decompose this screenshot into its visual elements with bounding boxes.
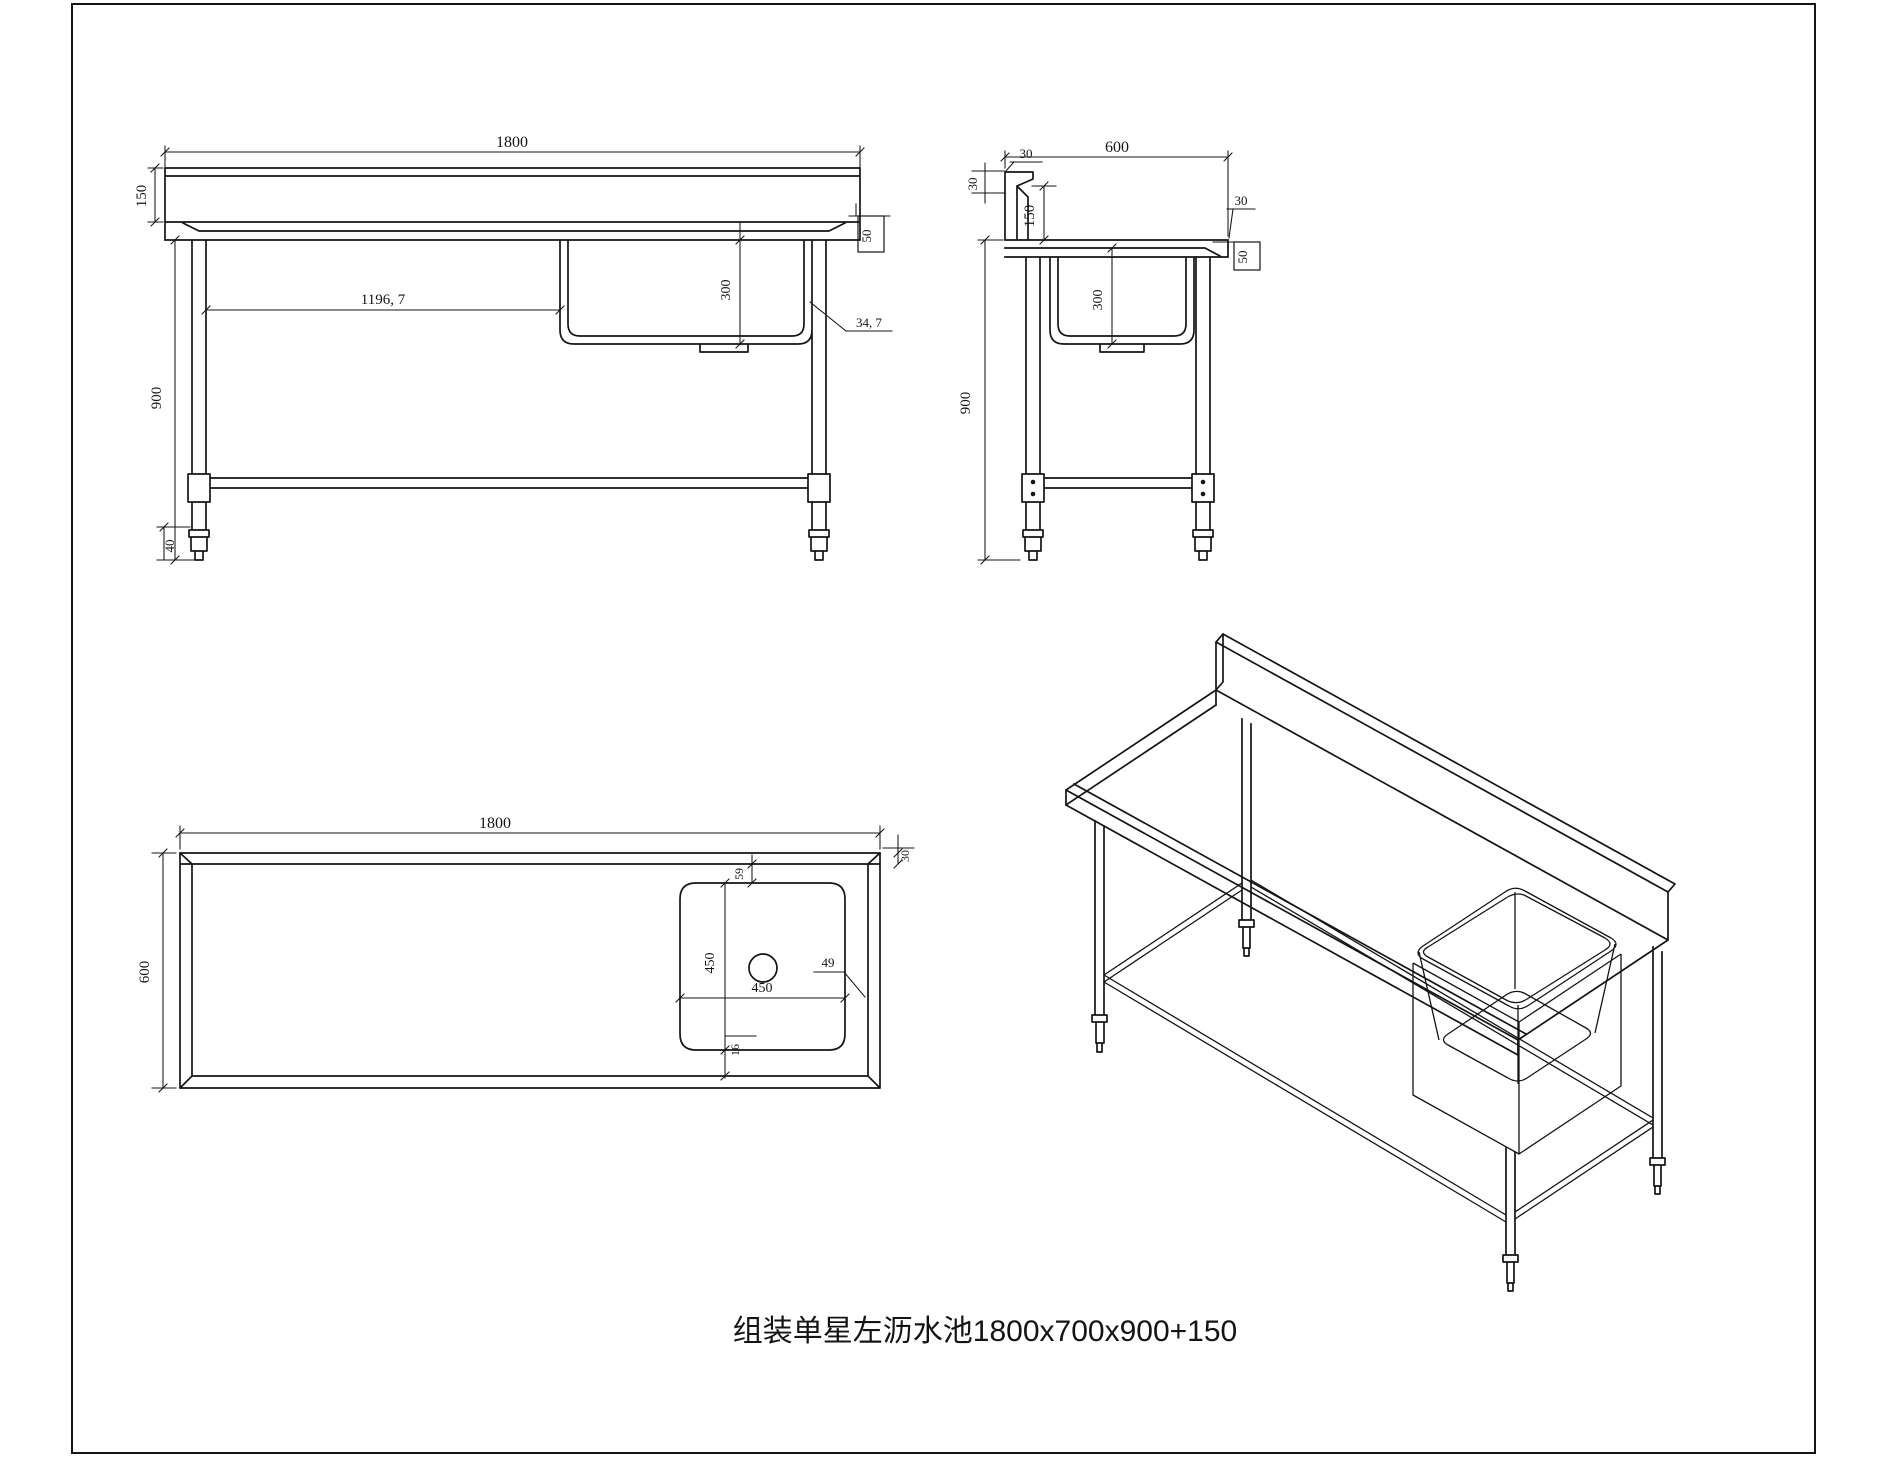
- iso-legs-feet: [1091, 718, 1666, 1292]
- dim-side-depth: 600: [1105, 139, 1129, 156]
- dim-side-backsplash-height: 150: [1022, 205, 1038, 228]
- dim-plan-sink-front-inset: 16: [728, 1044, 742, 1056]
- dim-front-sink-position: 1196, 7: [361, 292, 406, 308]
- dim-plan-depth: 600: [137, 961, 153, 984]
- dim-front-foot-adjust: 40: [162, 540, 177, 553]
- side-edge-height-box: [1233, 241, 1261, 271]
- dim-side-front-edge-return: 30: [1235, 193, 1248, 208]
- dim-front-sink-depth: 300: [719, 280, 734, 301]
- side-view: 600 30 30 150 30 50 300 900: [958, 139, 1261, 565]
- iso-tabletop-backsplash: [1064, 633, 1676, 1056]
- plan-view: 1800 600 30 59 450 450 49 16: [137, 815, 915, 1093]
- dim-side-backsplash-top-return: 30: [1020, 146, 1033, 161]
- plan-view-linework: [178, 851, 882, 1090]
- dim-front-width: 1800: [496, 134, 528, 151]
- front-view-dimension-lines: [147, 145, 893, 565]
- drain-hole: [748, 953, 778, 983]
- brace-bolt-dots: [1030, 479, 1206, 497]
- dim-plan-corner-radius: 49: [822, 955, 835, 970]
- sheet-border: [71, 3, 1816, 1454]
- dim-plan-sink-back-inset: 59: [732, 868, 746, 880]
- drawing-title: 组装单星左沥水池1800x700x900+150: [733, 1315, 1237, 1348]
- dim-side-sink-depth: 300: [1091, 290, 1106, 311]
- dim-plan-sink-width: 450: [703, 953, 718, 974]
- isometric-view: [1064, 633, 1676, 1292]
- dim-plan-sink-length: 450: [752, 981, 773, 996]
- front-view: 1800 150 900 40 1196, 7 300 34, 7 50: [134, 134, 893, 565]
- side-view-dimension-lines: [971, 150, 1256, 565]
- dim-side-backsplash-back-offset: 30: [965, 178, 980, 191]
- dim-plan-width: 1800: [479, 815, 511, 832]
- side-view-linework: [1004, 171, 1229, 561]
- dim-front-edge-height: 50: [859, 230, 874, 243]
- dim-plan-edge-offset: 30: [898, 850, 912, 862]
- dim-side-edge-height: 50: [1235, 251, 1250, 264]
- dim-front-height: 900: [149, 387, 165, 410]
- front-view-linework: [164, 167, 861, 561]
- dim-front-sink-side-gap: 34, 7: [856, 315, 883, 330]
- dim-side-height: 900: [958, 392, 974, 415]
- dim-front-backsplash-height: 150: [134, 185, 150, 208]
- plan-view-dimension-lines: [151, 825, 915, 1093]
- front-edge-height-box: [857, 215, 885, 253]
- iso-cross-rails: [1103, 879, 1654, 1223]
